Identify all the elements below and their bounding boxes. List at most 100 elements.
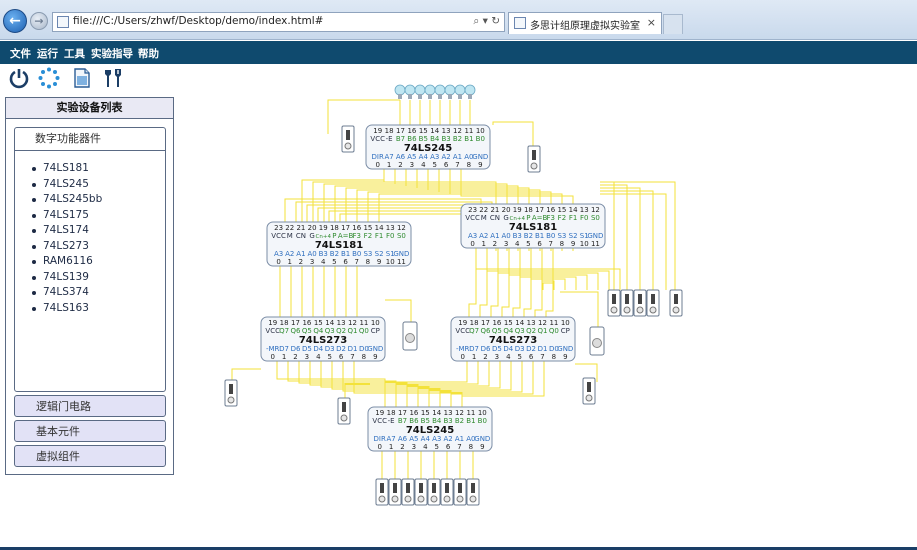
search-refresh-icons[interactable]: ⌕ ▾ ↻ [473, 15, 500, 27]
chip-pin-label: VCC [271, 232, 286, 240]
switch-lever-icon [419, 483, 423, 493]
menu-file[interactable]: 文件 [10, 48, 31, 60]
wire [575, 363, 598, 382]
chip-pin-label: B1 [464, 135, 473, 143]
toggle-switch[interactable] [607, 289, 621, 317]
chip-74ls273[interactable]: 19VCC-MR018Q7D7117Q6D6216Q5D5315Q4D4414Q… [260, 316, 386, 362]
chip-pin-label: A7 [386, 435, 395, 443]
back-button[interactable]: ← [3, 9, 27, 33]
chip-pin-number: 3 [410, 161, 414, 169]
toggle-switch[interactable] [466, 478, 480, 506]
chip-pin-label: B2 [453, 135, 462, 143]
toggle-switch[interactable] [224, 379, 238, 407]
chip-pin-number: 15 [421, 409, 430, 417]
accordion-logic-gates[interactable]: 逻辑门电路 [14, 395, 166, 417]
toggle-switch[interactable] [375, 478, 389, 506]
toggle-switch[interactable] [633, 289, 647, 317]
chip-pin-number: 10 [580, 240, 589, 248]
chip-pin-label: A6 [398, 435, 408, 443]
chip-pin-number: 12 [455, 409, 464, 417]
chip-pin-number: 6 [529, 353, 534, 361]
switch-knob [610, 306, 618, 314]
toggle-switch[interactable] [440, 478, 454, 506]
chip-pin-number: 3 [305, 353, 309, 361]
chip-pin-number: 8 [552, 353, 556, 361]
power-icon[interactable] [8, 67, 30, 89]
pushbutton[interactable] [589, 326, 605, 356]
switch-lever-icon [432, 483, 436, 493]
toggle-switch[interactable] [620, 289, 634, 317]
chip-pin-label: D6 [291, 345, 301, 353]
toggle-switch[interactable] [582, 377, 596, 405]
lamp-bulb-icon [394, 84, 406, 96]
list-item[interactable]: 74LS174 [32, 223, 165, 239]
list-item[interactable]: 74LS245 [32, 177, 165, 193]
chip-pin-label: B1 [341, 250, 350, 258]
wire [490, 248, 499, 317]
chip-pin-label: P [332, 232, 336, 240]
wire [492, 121, 534, 160]
toggle-switch[interactable] [669, 289, 683, 317]
toggle-switch[interactable] [453, 478, 467, 506]
list-item[interactable]: 74LS245bb [32, 192, 165, 208]
chip-pin-number: 4 [506, 353, 511, 361]
chip-74ls181[interactable]: 23VCCA3022MA2121CNA1220GA0319Cn+4B3418PB… [266, 221, 412, 267]
browser-tab[interactable]: 多思计组原理虚拟实验室 × [508, 12, 662, 34]
list-item[interactable]: 74LS163 [32, 301, 165, 317]
lamp-bulb-icon [424, 84, 436, 96]
switch-lever-icon [380, 483, 384, 493]
chip-pin-number: 17 [535, 206, 544, 214]
accordion-basic-elements[interactable]: 基本元件 [14, 420, 166, 442]
wire [523, 248, 532, 317]
toggle-switch[interactable] [388, 478, 402, 506]
menu-guide[interactable]: 实验指导 [91, 48, 133, 60]
chip-74ls181[interactable]: 23VCCA3022MA2121CNA1220GA0319Cn+4B3418PB… [460, 203, 606, 249]
chip-74ls273[interactable]: 19VCC-MR018Q7D7117Q6D6216Q5D5315Q4D4414Q… [450, 316, 576, 362]
toggle-switch[interactable] [646, 289, 660, 317]
switch-knob [430, 495, 438, 503]
chip-pin-number: 5 [526, 240, 530, 248]
accordion-header-digital[interactable]: 数字功能器件 [15, 128, 165, 151]
toggle-switch[interactable] [337, 397, 351, 425]
chip-pin-label: Q4 [503, 327, 514, 335]
toggle-switch[interactable] [341, 125, 355, 153]
document-icon[interactable] [71, 67, 93, 89]
wire [428, 361, 512, 407]
list-item[interactable]: 74LS139 [32, 270, 165, 286]
component-list: 74LS181 74LS245 74LS245bb 74LS175 74LS17… [15, 151, 165, 316]
list-item[interactable]: 74LS374 [32, 285, 165, 301]
toggle-switch[interactable] [527, 145, 541, 173]
wire [461, 361, 545, 407]
forward-button[interactable]: → [30, 12, 48, 30]
chip-pin-number: 13 [527, 319, 536, 327]
loading-spinner-icon[interactable] [38, 67, 60, 89]
menu-tools[interactable]: 工具 [64, 48, 85, 60]
menu-help[interactable]: 帮助 [138, 48, 159, 60]
list-item[interactable]: RAM6116 [32, 254, 165, 270]
tab-close-icon[interactable]: × [646, 16, 656, 29]
switch-knob [672, 306, 680, 314]
new-tab-button[interactable] [663, 14, 683, 34]
chip-pin-label: D4 [313, 345, 323, 353]
chip-74ls245[interactable]: 19VCCDIR018-EA7117B7A6216B6A5315B5A4414B… [367, 406, 493, 452]
menu-run[interactable]: 运行 [37, 48, 58, 60]
tools-icon[interactable] [102, 67, 124, 89]
list-item[interactable]: 74LS181 [32, 161, 165, 177]
chip-pin-number: 15 [504, 319, 513, 327]
chip-74ls245[interactable]: 19VCCDIR018-EA7117B7A6216B6A5315B5A4414B… [365, 124, 491, 170]
address-bar[interactable]: file:///C:/Users/zhwf/Desktop/demo/index… [52, 12, 505, 32]
chip-pin-number: 13 [444, 409, 453, 417]
list-item[interactable]: 74LS175 [32, 208, 165, 224]
chip-pin-number: 18 [385, 127, 394, 135]
list-item[interactable]: 74LS273 [32, 239, 165, 255]
pushbutton[interactable] [402, 321, 418, 351]
toggle-switch[interactable] [414, 478, 428, 506]
toggle-switch[interactable] [427, 478, 441, 506]
accordion-virtual-components[interactable]: 虚拟组件 [14, 445, 166, 467]
chip-pin-label: D0 [359, 345, 369, 353]
chip-pin-label: D5 [492, 345, 502, 353]
chip-pin-label: B4 [432, 417, 442, 425]
chip-pin-label: Q6 [481, 327, 492, 335]
toggle-switch[interactable] [401, 478, 415, 506]
